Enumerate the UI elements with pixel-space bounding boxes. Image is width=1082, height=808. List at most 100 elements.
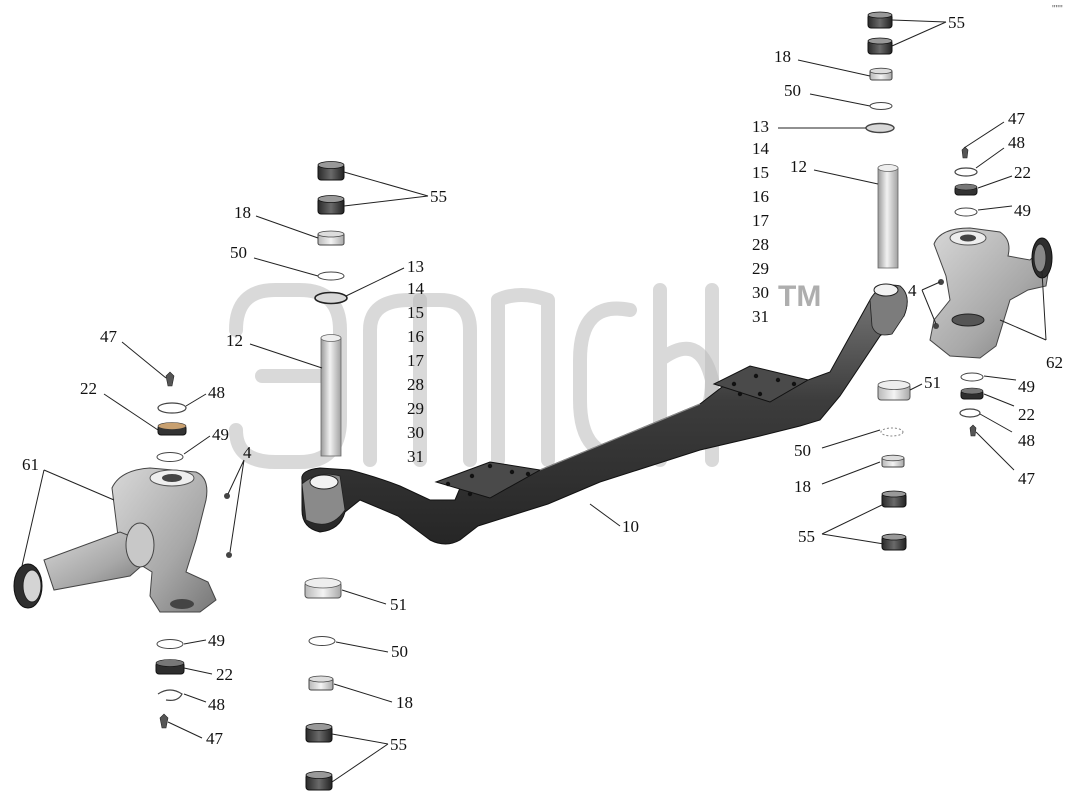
plug-22-upper-left [157,422,187,436]
gasket-49-lower-left [156,639,184,649]
seal-ring-62 [1031,237,1053,279]
callout-13: 13 [752,117,769,136]
seal-50-lower-left [308,636,336,646]
callout-14: 14 [752,139,770,158]
bushing-55-lower-left-2 [305,771,333,791]
bushing-18-upper [317,230,345,246]
bushing-55-right-lower-1 [881,490,907,508]
callout-50: 50 [391,642,408,661]
callout-49: 49 [212,425,229,444]
callout-17: 17 [752,211,770,230]
callout-47: 47 [206,729,224,748]
plug-22-right-upper [954,183,978,196]
front-axle-beam [301,283,908,545]
kingpin-12-left [320,334,342,457]
washer-13-upper [314,291,348,305]
callout-18: 18 [396,693,413,712]
callout-4: 4 [908,281,917,300]
left-lower-stack [304,577,342,791]
pin-4-left-b [226,552,232,558]
grease-fitting-47-lower-left [159,713,169,729]
bushing-55-right-2 [867,37,893,55]
callout-16: 16 [407,327,424,346]
callout-55: 55 [430,187,447,206]
snap-ring-48-right-upper [954,167,978,177]
callout-51: 51 [924,373,941,392]
callout-29: 29 [752,259,769,278]
callout-55: 55 [798,527,815,546]
callout-22: 22 [1018,405,1035,424]
callout-4: 4 [243,443,252,462]
callout-48: 48 [1018,431,1035,450]
callout-48: 48 [208,695,225,714]
gasket-49-right-lower [960,372,984,382]
callout-47: 47 [100,327,118,346]
gasket-49-upper-left [156,452,184,462]
callout-15: 15 [752,163,769,182]
callout-12: 12 [790,157,807,176]
callout-49: 49 [208,631,225,650]
callout-62: 62 [1046,353,1063,372]
callout-47: 47 [1018,469,1036,488]
callout-50: 50 [230,243,247,262]
right-upper-stack [865,11,899,269]
seal-50-upper [317,271,345,281]
pin-4-right-b [933,323,939,329]
callout-22: 22 [1014,163,1031,182]
left-steering-knuckle [13,467,217,613]
bushing-55-right-1 [867,11,893,29]
callout-28: 28 [752,235,769,254]
callout-55: 55 [390,735,407,754]
leader-lines [21,19,1047,783]
kingpin-12-right [877,164,899,269]
callout-48: 48 [1008,133,1025,152]
callout-10: 10 [622,517,639,536]
pin-4-left-a [224,493,230,499]
corner-mark: """ [1052,4,1063,15]
callout-49: 49 [1014,201,1031,220]
snap-ring-48-upper-left [157,402,187,414]
right-steering-knuckle [929,227,1053,359]
snap-ring-48-right-lower [959,408,981,418]
bushing-55-right-lower-2 [881,533,907,551]
callout-61: 61 [22,455,39,474]
washer-13-right [865,122,895,134]
pin-4-right [938,279,944,285]
callout-18: 18 [794,477,811,496]
callout-30: 30 [407,423,424,442]
grease-fitting-47-right-upper [961,146,969,159]
callout-29: 29 [407,399,424,418]
callout-28: 28 [407,375,424,394]
bushing-55-lower-left-1 [305,723,333,743]
plug-22-lower-left [155,659,185,675]
gasket-49-right-upper [954,207,978,217]
callout-49: 49 [1018,377,1035,396]
callout-47: 47 [1008,109,1026,128]
right-knuckle-small-parts [933,146,984,437]
callout-18: 18 [774,47,791,66]
callout-17: 17 [407,351,425,370]
left-upper-stack [314,161,348,457]
bushing-18-right-upper [869,67,893,81]
callout-15: 15 [407,303,424,322]
callout-18: 18 [234,203,251,222]
callout-22: 22 [80,379,97,398]
left-knuckle-small-parts [155,371,232,729]
callout-16: 16 [752,187,769,206]
grease-fitting-47-upper-left [165,371,175,387]
right-lower-stack [877,380,911,551]
bushing-55-upper-1 [317,161,345,181]
callout-51: 51 [390,595,407,614]
callout-48: 48 [208,383,225,402]
bearing-51-right [877,380,911,401]
grease-fitting-47-right-lower [969,424,977,437]
callout-14: 14 [407,279,425,298]
callout-31: 31 [407,447,424,466]
callout-30: 30 [752,283,769,302]
bushing-18-lower-left [308,675,334,691]
bushing-18-right-lower [881,454,905,468]
snap-ring-48-lower-left [157,689,183,701]
watermark-logo: TM [229,280,821,469]
callout-50: 50 [794,441,811,460]
callout-50: 50 [784,81,801,100]
